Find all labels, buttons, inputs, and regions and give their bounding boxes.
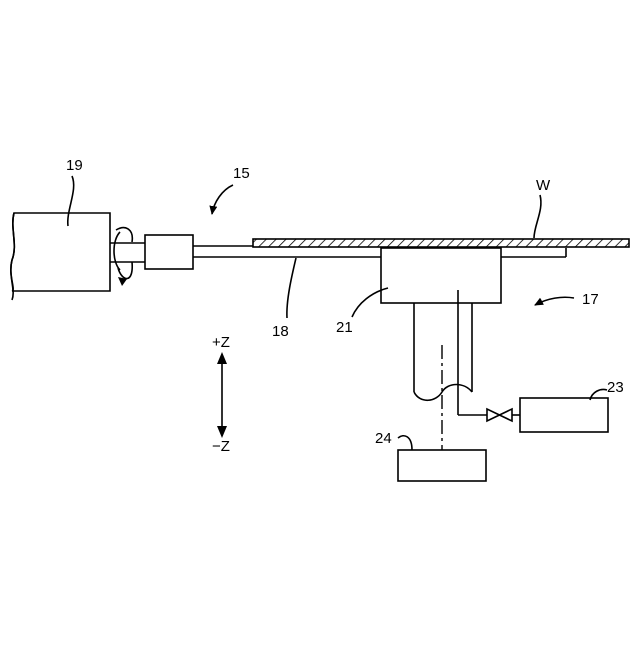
z-axis-arrow-icon xyxy=(217,352,227,438)
label-wafer: W xyxy=(536,177,551,194)
leader-arrow-spin-chuck xyxy=(212,185,233,214)
leader-line-shaft xyxy=(287,258,296,318)
label-nozzle-unit: 17 xyxy=(582,291,599,308)
drain-box xyxy=(398,450,486,481)
label-drain: 24 xyxy=(375,430,392,447)
label-z-plus: +Z xyxy=(212,334,230,351)
leader-line-motor xyxy=(68,176,74,226)
leader-arrow-nozzle-unit xyxy=(535,297,574,305)
coupling-block xyxy=(145,235,193,269)
motor xyxy=(11,213,110,300)
leader-line-drain xyxy=(398,436,412,450)
label-motor: 19 xyxy=(66,157,83,174)
gas-supply-box xyxy=(520,398,608,432)
rotation-arrow-icon xyxy=(114,228,132,286)
label-gas-supply: 23 xyxy=(607,379,624,396)
leader-line-wafer xyxy=(534,195,541,238)
nozzle-pipe xyxy=(414,290,472,450)
nozzle-body xyxy=(381,248,501,303)
wafer xyxy=(253,239,629,247)
valve-icon xyxy=(487,409,512,421)
label-spin-chuck: 15 xyxy=(233,165,250,182)
label-shaft: 18 xyxy=(272,323,289,340)
label-z-minus: −Z xyxy=(212,438,230,455)
label-nozzle-body: 21 xyxy=(336,319,353,336)
